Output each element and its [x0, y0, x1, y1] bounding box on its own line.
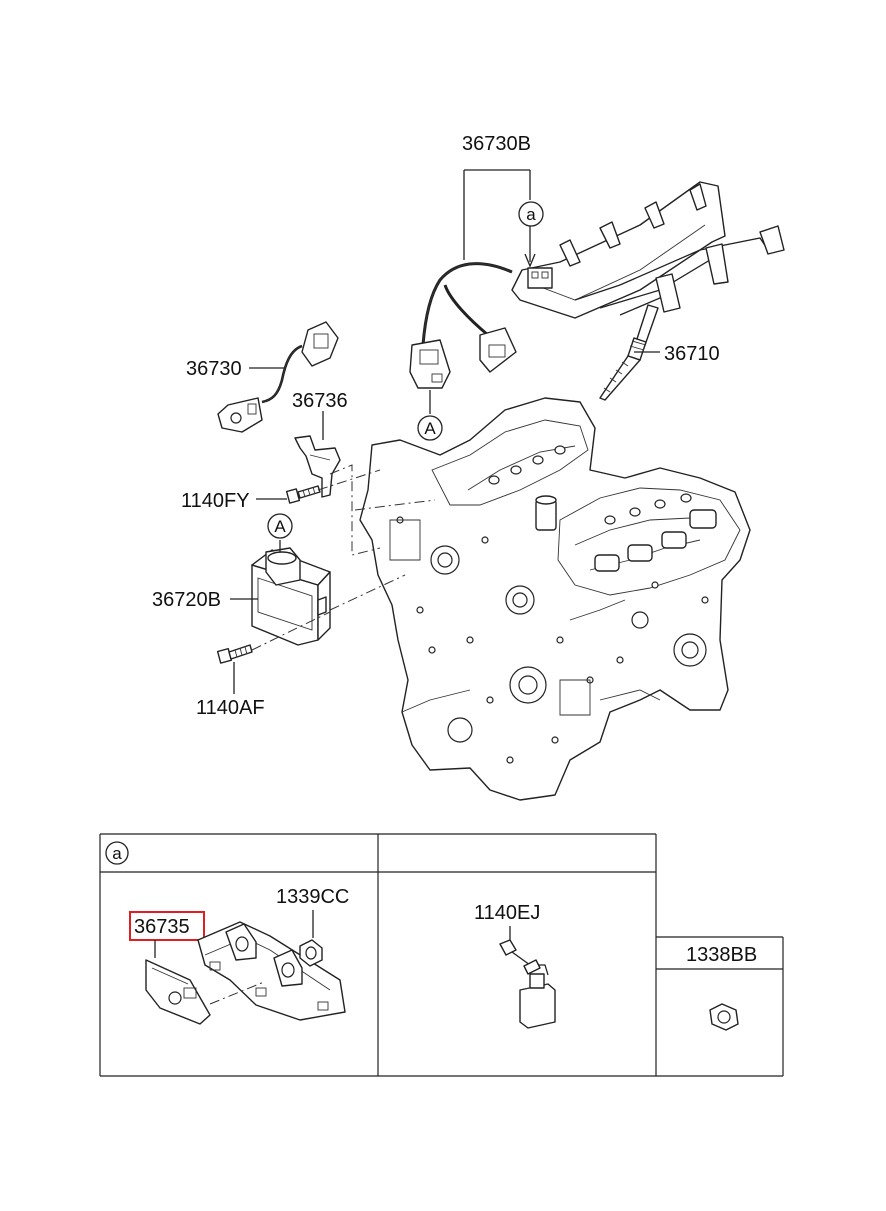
nut-1338bb-drawing [709, 1003, 739, 1031]
marker-a-text: a [526, 205, 536, 224]
bracket-36735-drawing [145, 921, 346, 1025]
callout-labels: 36730B 36710 36730 36736 1140FY 36720B 1… [152, 133, 720, 719]
label-36730b: 36730B [462, 133, 531, 155]
label-1140af: 1140AF [196, 697, 265, 719]
marker-A-harness: A [417, 415, 443, 441]
label-1140ej: 1140EJ [474, 902, 540, 924]
label-36735: 36735 [134, 916, 190, 938]
label-36710: 36710 [664, 343, 720, 365]
detail-table: a 36735 1339CC 1140EJ [99, 833, 784, 1077]
label-36720b: 36720B [152, 589, 221, 611]
ignition-wire-harness [409, 181, 785, 389]
marker-A-text-2: A [274, 517, 286, 536]
engine-block [359, 397, 751, 801]
knock-sensor-assembly [217, 321, 339, 433]
ignition-module [251, 547, 331, 646]
assembly-dashed-lines [251, 464, 436, 651]
marker-A-module: A [267, 513, 293, 539]
leader-lines [230, 169, 660, 694]
marker-a-top: a [518, 201, 544, 227]
label-1338bb: 1338BB [686, 944, 757, 966]
table-marker-a: a [112, 844, 122, 863]
label-36736: 36736 [292, 390, 348, 412]
highlight-box-36735 [129, 911, 205, 941]
mounting-bracket [294, 435, 341, 498]
bolt-1140ej-drawing [499, 939, 556, 1029]
bolt-1140af [216, 644, 253, 664]
label-36730: 36730 [186, 358, 242, 380]
label-1339cc: 1339CC [276, 886, 349, 908]
bolt-1140fy [285, 485, 321, 504]
spark-plug [599, 304, 659, 401]
label-1140fy: 1140FY [181, 490, 250, 512]
marker-A-text: A [424, 419, 436, 438]
